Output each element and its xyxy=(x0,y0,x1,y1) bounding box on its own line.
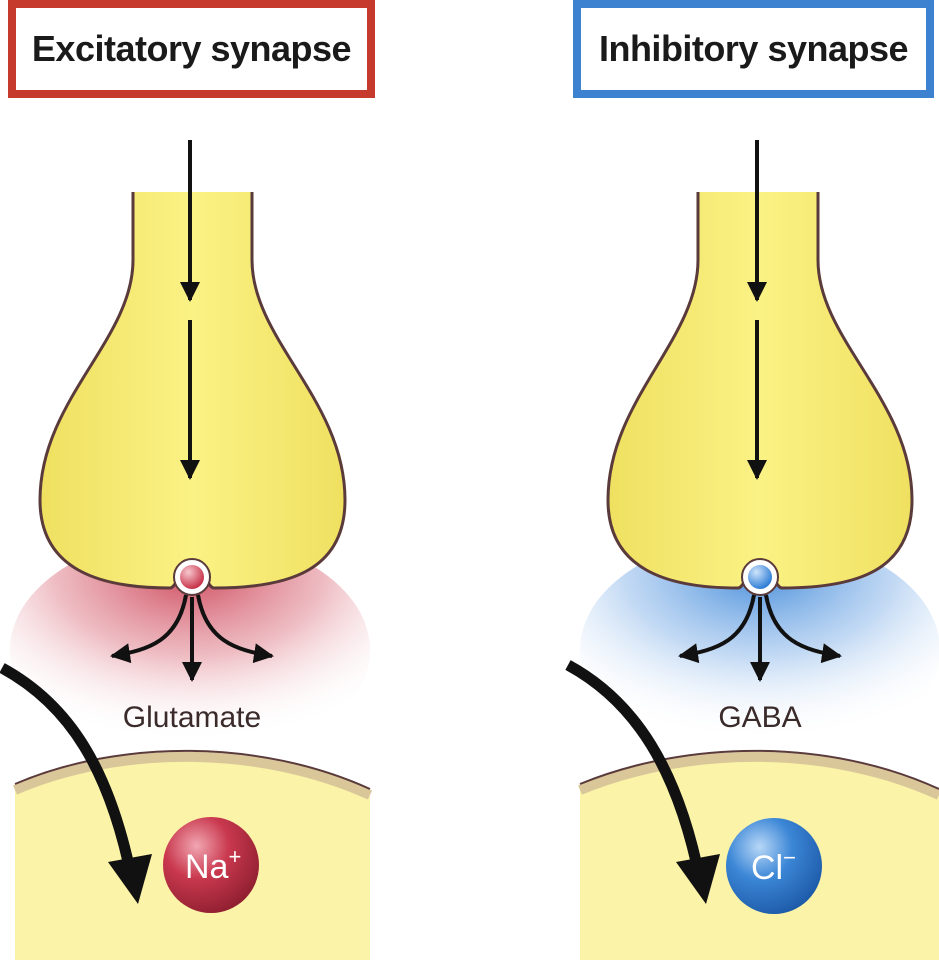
ion-label-inhibitory: Cl− xyxy=(751,845,796,887)
inhibitory-title: Inhibitory synapse xyxy=(598,28,909,69)
presynaptic-terminal-excitatory xyxy=(40,192,345,588)
ion-label-excitatory: Na+ xyxy=(185,844,241,886)
ion-influx-arrow-excitatory xyxy=(0,663,138,882)
release-arrow-inhibitory-right xyxy=(764,594,842,664)
sodium-ion xyxy=(163,817,259,913)
neurotransmitter-label-excitatory: Glutamate xyxy=(123,701,261,734)
chloride-ion xyxy=(726,818,822,914)
excitatory-title: Excitatory synapse xyxy=(31,28,352,69)
presynaptic-terminal-inhibitory xyxy=(608,192,912,588)
neurotransmitter-label-inhibitory: GABA xyxy=(718,701,801,734)
inhibitory-panel: GABA Cl− xyxy=(565,140,939,960)
release-arrow-excitatory-left xyxy=(110,594,188,664)
excitatory-title-box: Excitatory synapse xyxy=(8,0,375,98)
ion-influx-arrow-inhibitory xyxy=(565,660,706,882)
release-arrow-inhibitory-left xyxy=(678,594,756,664)
release-arrow-excitatory-right xyxy=(196,594,274,664)
excitatory-panel: Glutamate Na+ xyxy=(0,140,373,960)
inhibitory-title-box: Inhibitory synapse xyxy=(573,0,934,98)
